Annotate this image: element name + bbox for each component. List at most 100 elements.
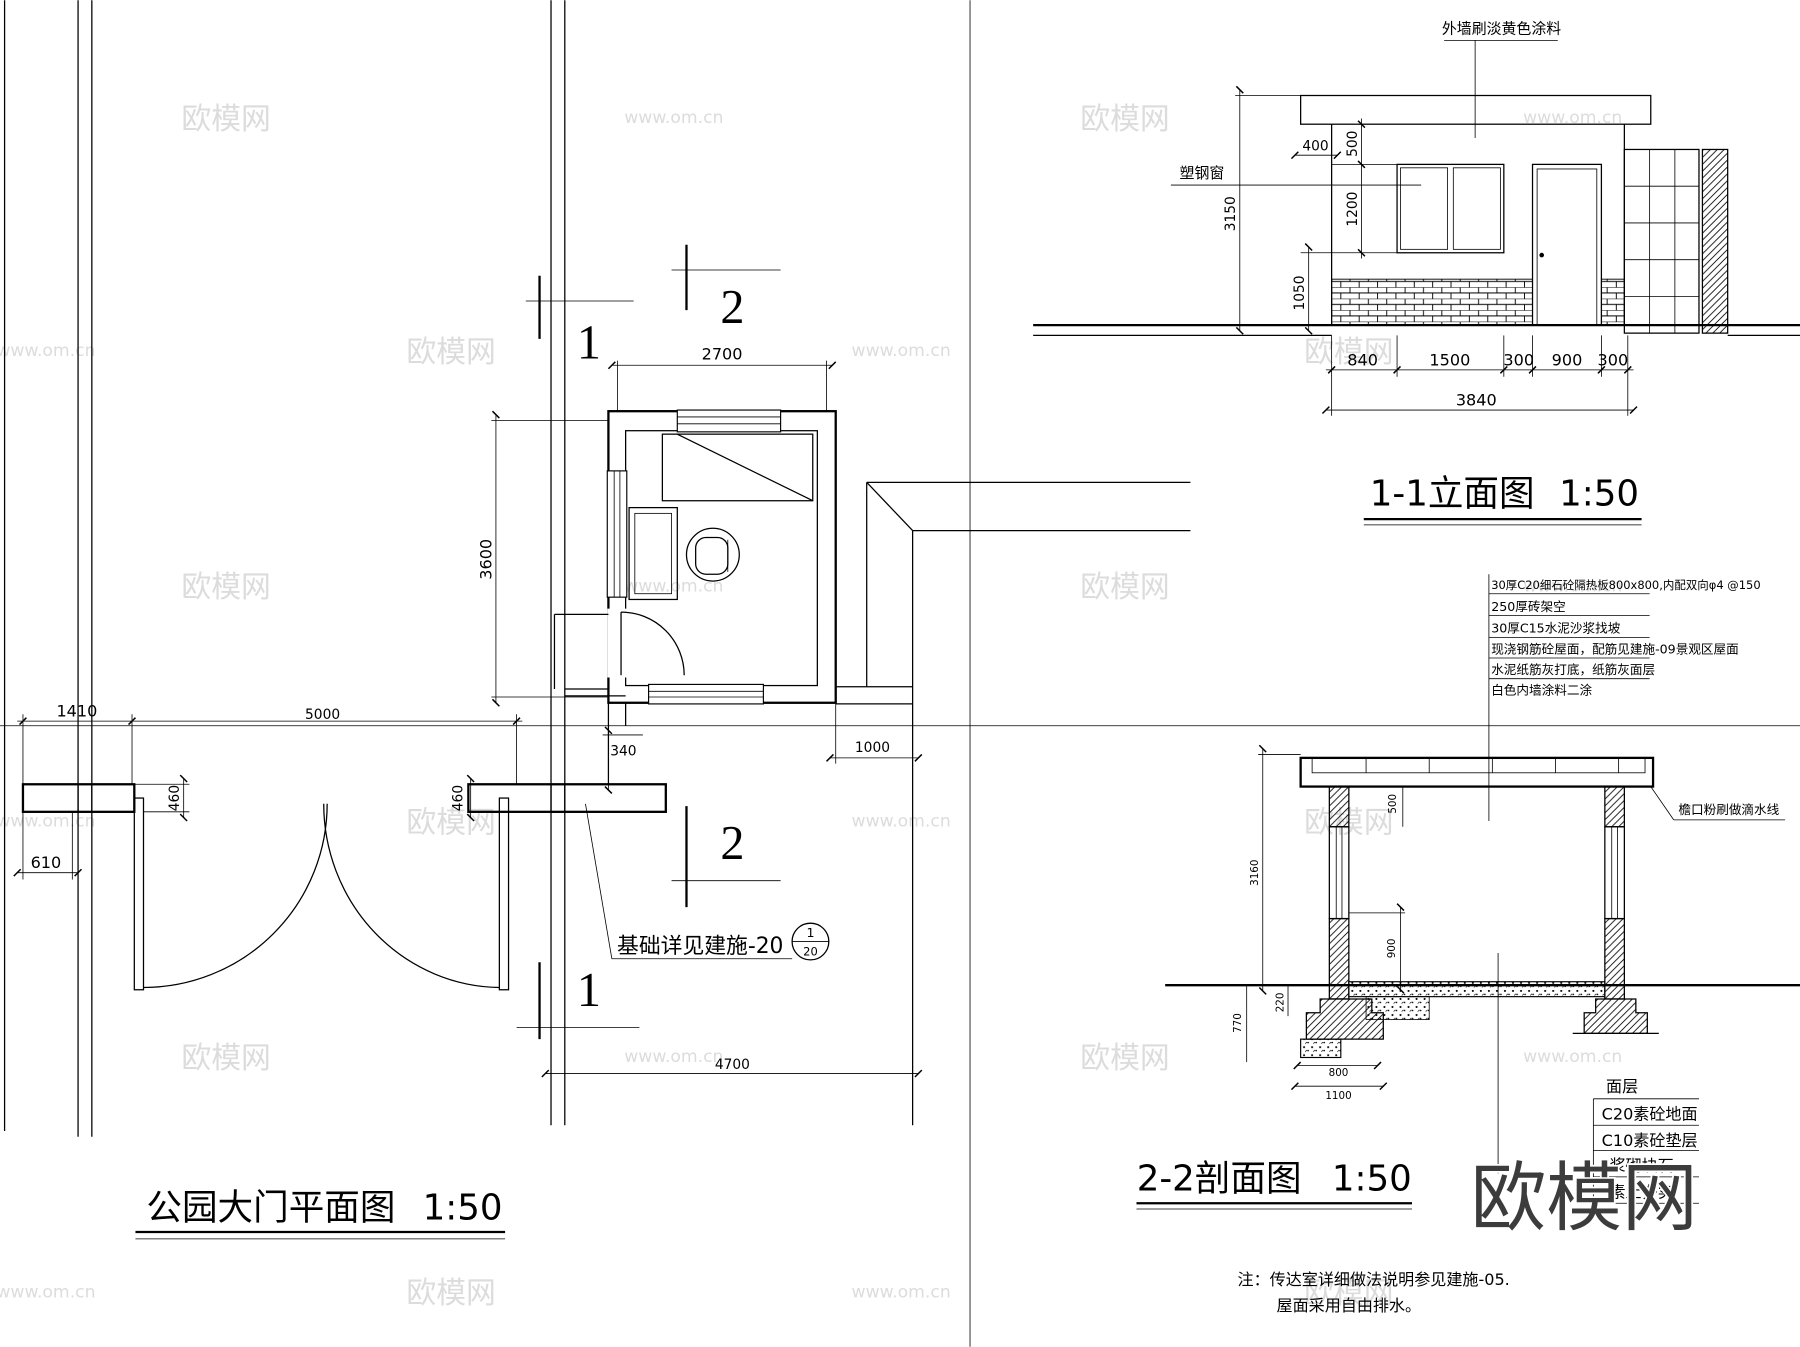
- right-gate-leaf: [498, 797, 510, 991]
- dim-edge-offset: 610: [31, 853, 62, 872]
- watermark-url: www.om.cn: [1523, 1047, 1622, 1067]
- watermark-url: www.om.cn: [852, 1282, 951, 1302]
- dim-seg-3: 300: [1503, 350, 1534, 369]
- elevation-body: [1331, 124, 1625, 326]
- floor-layer-header: 面层: [1606, 1077, 1638, 1096]
- dim-road-width: 4700: [715, 1057, 750, 1073]
- section-right-wall: [1604, 785, 1625, 1000]
- dim-pier-thickness-left: 460: [167, 785, 183, 811]
- section-footings: [1300, 998, 1659, 1059]
- dim-section-parapet: 500: [1387, 794, 1399, 814]
- desk: [628, 506, 678, 601]
- site-wall: [835, 481, 1191, 1126]
- chair: [685, 527, 740, 582]
- section-floor: [1348, 981, 1606, 1021]
- dim-window-height: 1200: [1345, 192, 1361, 227]
- roof-layer: 水泥纸筋灰打底，纸筋灰面层: [1491, 662, 1655, 677]
- foundation-note: 基础详见建施-20: [617, 934, 783, 959]
- door-swing: [607, 608, 685, 678]
- section-dimensions: 3160 500 900 220 770 800 1100: [1232, 744, 1406, 1102]
- gatehouse-outer-wall: [607, 410, 837, 704]
- dim-side-wall: 1000: [855, 740, 890, 756]
- floor-layer: 浆砌块石: [1609, 1156, 1673, 1175]
- right-pier: [467, 783, 667, 813]
- dim-room-width: 2700: [702, 345, 743, 364]
- sheet-notes: 注：传达室详细做法说明参见建施-05. 屋面采用自由排水。: [1238, 1270, 1510, 1315]
- note-line: 屋面采用自由排水。: [1277, 1296, 1422, 1315]
- watermark-url: www.om.cn: [624, 1047, 723, 1067]
- section-scale: 1:50: [1332, 1159, 1412, 1200]
- floor-layers-callout: 面层 C20素砼地面 C10素砼垫层 浆砌块石 素土夯实: [1497, 953, 1699, 1204]
- plan-scale: 1:50: [423, 1187, 503, 1228]
- roof-layer: 白色内墙涂料二涂: [1491, 683, 1592, 698]
- watermark-brand: 欧模网: [1080, 570, 1169, 605]
- watermark-brand: 欧模网: [406, 335, 495, 370]
- brick-plinth: [1331, 278, 1533, 326]
- eave-callout: 檐口粉刷做滴水线: [1650, 786, 1786, 821]
- plan-dimensions: 2700 3600 1410 5000 460 460 610: [13, 345, 923, 1078]
- dim-roof-overhang: 400: [1302, 139, 1328, 155]
- gatehouse-plan: [553, 409, 837, 785]
- cut-2-top-label: 2: [720, 281, 744, 334]
- watermark-brand: 欧模网: [181, 1041, 270, 1076]
- window-note: 塑钢窗: [1180, 164, 1225, 182]
- roof-layers-callout: 30厚C20细石砼隔热板800x800,内配双向φ4 @150 250厚砖架空 …: [1488, 574, 1761, 822]
- bed: [661, 433, 814, 502]
- dim-section-height: 3160: [1249, 860, 1261, 886]
- gatehouse-inner-wall: [625, 430, 818, 687]
- elevation-door: [1531, 163, 1603, 326]
- foundation-callout: 基础详见建施-20 1 20: [585, 803, 830, 961]
- road-edges: [3, 0, 566, 1137]
- dim-seg-1: 840: [1347, 350, 1378, 369]
- door-knob: [1539, 252, 1545, 258]
- dim-overall-width: 3840: [1456, 390, 1497, 409]
- elevation-window: [1396, 163, 1505, 254]
- dim-section-footing-depth: 770: [1232, 1013, 1244, 1033]
- wall-finish-note: 外墙刷淡黄色涂料: [1442, 20, 1561, 38]
- floor-layer: C10素砼垫层: [1602, 1131, 1698, 1150]
- elevation-view: 外墙刷淡黄色涂料 塑钢窗 3150 1050 1200 500 400: [1033, 20, 1800, 526]
- watermark-url: www.om.cn: [624, 576, 723, 596]
- right-gate-swing-arc: [323, 803, 500, 989]
- dim-section-plinth: 220: [1274, 993, 1286, 1013]
- left-gate-swing-arc: [143, 803, 328, 989]
- watermark-brand: 欧模网: [406, 1276, 495, 1311]
- hatched-pier: [1701, 148, 1729, 334]
- elevation-title: 1-1立面图 1:50: [1363, 473, 1642, 526]
- dim-lintel: 500: [1345, 131, 1361, 157]
- roof-layer: 250厚砖架空: [1491, 599, 1566, 614]
- watermark-url: www.om.cn: [624, 108, 723, 128]
- cut-1-bottom-label: 1: [577, 964, 601, 1017]
- section-title-text: 2-2剖面图: [1137, 1159, 1302, 1200]
- top-window: [676, 409, 782, 433]
- dim-seg-2: 1500: [1429, 350, 1470, 369]
- watermark-brand: 欧模网: [1304, 335, 1393, 370]
- dim-wall-gap: 340: [610, 744, 636, 760]
- elevation-roof-slab: [1300, 94, 1652, 125]
- dim-left-pier: 1410: [56, 702, 97, 721]
- watermark-url: www.om.cn: [1523, 576, 1622, 596]
- cut-2-bottom-label: 2: [720, 817, 744, 870]
- watermark-url: www.om.cn: [852, 812, 951, 832]
- dim-overall-height: 3150: [1223, 196, 1239, 231]
- cut-1-top-label: 1: [577, 316, 601, 369]
- brick-plinth: [1600, 278, 1625, 326]
- plan-title: 公园大门平面图 1:50: [135, 1187, 506, 1240]
- door-arc: [621, 611, 685, 676]
- floor-layer: C20素砼地面: [1602, 1104, 1698, 1123]
- detail-ref-sheet: 20: [803, 944, 818, 958]
- section-left-wall: [1328, 785, 1350, 1000]
- bottom-window: [648, 683, 764, 705]
- window-callout: 塑钢窗: [1170, 164, 1422, 186]
- gate: [21, 783, 667, 991]
- elevation-scale: 1:50: [1559, 473, 1639, 514]
- watermark-url: www.om.cn: [0, 812, 96, 832]
- watermark-brand: 欧模网: [1080, 102, 1169, 137]
- section-title: 2-2剖面图 1:50: [1136, 1159, 1412, 1210]
- elevation-ground: [1033, 323, 1800, 337]
- roof-layer: 30厚C15水泥沙浆找坡: [1491, 621, 1621, 636]
- watermark-url: www.om.cn: [0, 1282, 96, 1302]
- watermark-url: www.om.cn: [852, 341, 951, 361]
